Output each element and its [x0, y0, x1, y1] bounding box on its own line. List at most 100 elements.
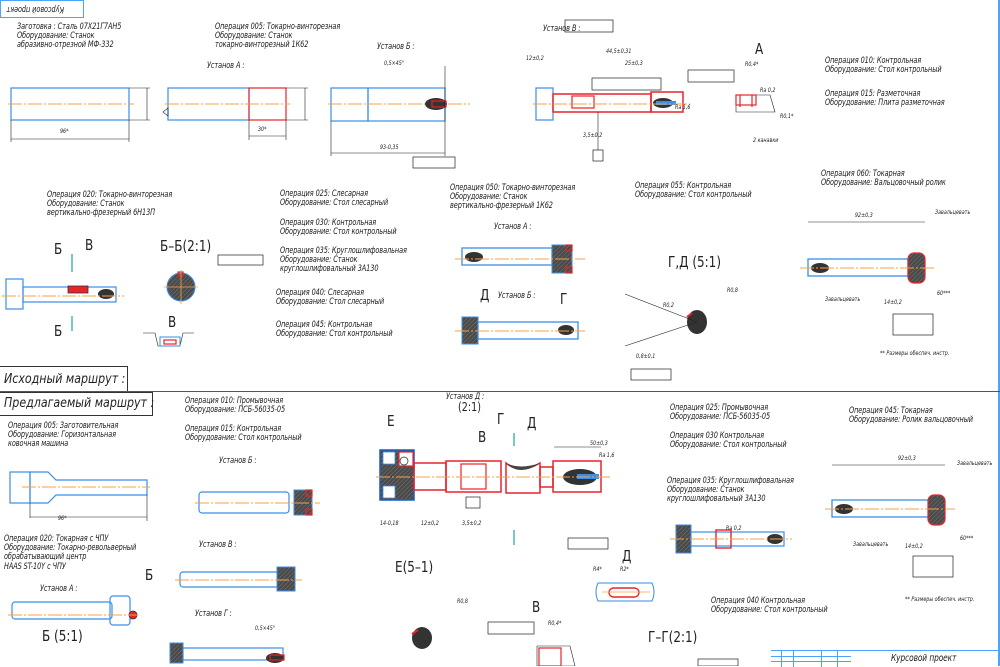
- dim-op005-len30: 30*: [258, 126, 267, 133]
- prop-op020-machine: обрабатывающий центр: [4, 551, 87, 562]
- orig-op040-equip: Оборудование: Стол слесарный: [276, 296, 384, 307]
- prop-op040-equip: Оборудование: Стол контрольный: [711, 604, 828, 615]
- dim-l445: 44,5±0,31: [606, 48, 632, 55]
- orig-op055: Операция 055: Контрольная Оборудование: …: [635, 180, 752, 200]
- orig-op015: Операция 015: Разметочная Оборудование: …: [825, 88, 945, 108]
- prop-setup-a: Установ А :: [40, 583, 78, 593]
- prop-op020: Операция 020: Токарная с ЧПУ Оборудовани…: [4, 533, 137, 571]
- prop-op015-title: Операция 015: Контрольная: [185, 423, 282, 433]
- dim-r08: R0,8: [727, 287, 738, 294]
- proposed-route-box: Предлагаемый маршрут :: [0, 392, 155, 416]
- prop-op005-machine: ковочная машина: [8, 438, 69, 449]
- title-block: Курсовой проект: [771, 650, 1000, 667]
- prop-datum-a-box: [465, 496, 481, 509]
- prop-setup-b: Установ Б :: [219, 455, 257, 465]
- original-route-box: Исходный маршрут :: [0, 366, 128, 393]
- prop-op030: Операция 030 Контрольная Оборудование: С…: [670, 430, 787, 449]
- orig-op050-setup-b: Установ Б :: [498, 290, 536, 300]
- orig-op025: Операция 025: Слесарная Оборудование: Ст…: [280, 188, 388, 208]
- orig-op050-equip: Оборудование: Станок: [450, 191, 528, 202]
- prop-op005-forging: [9, 471, 150, 521]
- orig-op055-equip: Оборудование: Стол контрольный: [635, 189, 752, 200]
- prop-setup-g-part: [169, 642, 285, 664]
- prop-marker-g: Г: [497, 410, 505, 428]
- orig-op060-title: Операция 060: Токарная: [821, 168, 905, 178]
- prop-setup-a-part: [8, 595, 138, 626]
- dim-a60s: 60***: [937, 290, 951, 297]
- orig-op020-equip: Оборудование: Станок: [47, 198, 125, 209]
- orig-op045-title: Операция 045: Контрольная: [276, 319, 373, 329]
- prop-dim-roll-bottom: Завальцевать: [853, 541, 889, 548]
- orig-op010-equip: Оборудование: Стол контрольный: [825, 64, 942, 75]
- blank-machine: абразивно-отрезной МФ-332: [17, 39, 114, 50]
- orig-op025-equip: Оборудование: Стол слесарный: [280, 197, 388, 208]
- orig-op025-title: Операция 025: Слесарная: [280, 188, 368, 198]
- prop-op045-equip: Оборудование: Ролик вальцовочный: [849, 414, 973, 425]
- orig-op035: Операция 035: Круглошлифовальная Оборудо…: [280, 245, 407, 274]
- orig-note: ** Размеры обеспеч. инстр.: [880, 350, 950, 357]
- dim-roll-top: Завальцевать: [935, 209, 971, 216]
- route-divider: [0, 391, 1000, 392]
- orig-op060-part: [800, 221, 935, 336]
- orig-op005: Операция 005: Токарно-винторезная Оборуд…: [215, 21, 340, 50]
- prop-op030-title: Операция 030 Контрольная: [670, 430, 765, 440]
- proposed-route-heading: Предлагаемый маршрут :: [4, 396, 155, 411]
- view-a-label: А: [755, 40, 764, 58]
- prop-op020-equip: Оборудование: Токарно-револьверный: [4, 542, 137, 553]
- marker-g: Г: [560, 290, 568, 308]
- blank-part: [8, 87, 150, 142]
- prop-op010-equip: Оборудование: ПСБ-56035-05: [185, 404, 286, 415]
- prop-view-d-slot: [595, 582, 655, 602]
- orig-op010: Операция 010: Контрольная Оборудование: …: [825, 55, 942, 75]
- prop-op025: Операция 025: Промывочная Оборудование: …: [670, 402, 770, 421]
- dim-l93: 93-0,35: [380, 144, 399, 151]
- orig-op020-part: [2, 254, 124, 331]
- orig-op050-setup-a: [455, 244, 585, 274]
- orig-op030: Операция 030: Контрольная Оборудование: …: [280, 217, 397, 236]
- marker-b-top: Б: [54, 240, 63, 258]
- prop-dim-l50: 50±0,3: [590, 440, 608, 447]
- prop-op005: Операция 005: Заготовительная Оборудован…: [8, 420, 118, 449]
- prop-dim-r04: R0,4*: [548, 620, 562, 627]
- orig-op040: Операция 040: Слесарная Оборудование: Ст…: [276, 287, 384, 307]
- prop-op015: Операция 015: Контрольная Оборудование: …: [185, 423, 302, 443]
- prop-op035: Операция 035: Круглошлифовальная Оборудо…: [667, 475, 794, 504]
- orig-op005-equip: Оборудование: Станок: [215, 30, 293, 41]
- orig-setup-a: Установ А :: [207, 60, 245, 70]
- orig-op010-title: Операция 010: Контрольная: [825, 55, 922, 65]
- orig-op060-equip: Оборудование: Вальцовочный ролик: [821, 177, 946, 188]
- original-route-heading: Исходный маршрут :: [4, 372, 126, 387]
- orig-op020-title: Операция 020: Токарно-винторезная: [47, 189, 173, 199]
- prop-dim-ra02: Ra 0,2: [726, 525, 742, 532]
- prop-op045: Операция 045: Токарная Оборудование: Рол…: [849, 405, 973, 425]
- orig-op035-equip: Оборудование: Станок: [280, 254, 358, 265]
- prop-setup-d-scale: (2:1): [458, 400, 481, 414]
- stamp-title: Курсовой проект: [891, 653, 957, 664]
- prop-op010: Операция 010: Промывочная Оборудование: …: [185, 395, 286, 415]
- prop-view-e-detail: [411, 621, 535, 649]
- prop-op005-equip: Оборудование: Горизонтальная: [8, 429, 116, 440]
- orig-view-a-detail: [687, 69, 776, 113]
- blank-equipment: Оборудование: Станок: [17, 30, 95, 41]
- prop-op020-title: Операция 020: Токарная с ЧПУ: [4, 533, 109, 543]
- marker-d: Д: [480, 286, 490, 304]
- blank-spec: Заготовка : Сталь 07Х21Г7АН5 Оборудовани…: [17, 21, 121, 50]
- prop-setup-d-main-part: [376, 433, 610, 550]
- prop-op010-title: Операция 010: Промывочная: [185, 395, 284, 405]
- orig-op055-title: Операция 055: Контрольная: [635, 180, 732, 190]
- dim-l14b: 14±0,2: [884, 299, 902, 306]
- orig-op015-equip: Оборудование: Плита разметочная: [825, 97, 945, 108]
- prop-op045-part: [825, 464, 955, 578]
- datum-d-box: [592, 149, 604, 162]
- sheet-corner-tag: Курсовой проект: [0, 0, 84, 18]
- section-bb-label: Б–Б(2:1): [160, 237, 212, 255]
- orig-op040-title: Операция 040: Слесарная: [276, 287, 364, 297]
- prop-dim-r2: R2*: [620, 566, 629, 573]
- title-block-grid: [771, 651, 851, 667]
- prop-op035-title: Операция 035: Круглошлифовальная: [667, 475, 794, 485]
- orig-op050-setup-b: [455, 316, 585, 345]
- prop-dim-r4: R4*: [593, 566, 602, 573]
- runout-tolerance-frame: [412, 156, 456, 169]
- dim-roll-bottom: Завальцевать: [825, 296, 861, 303]
- prop-op015-equip: Оборудование: Стол контрольный: [185, 432, 302, 443]
